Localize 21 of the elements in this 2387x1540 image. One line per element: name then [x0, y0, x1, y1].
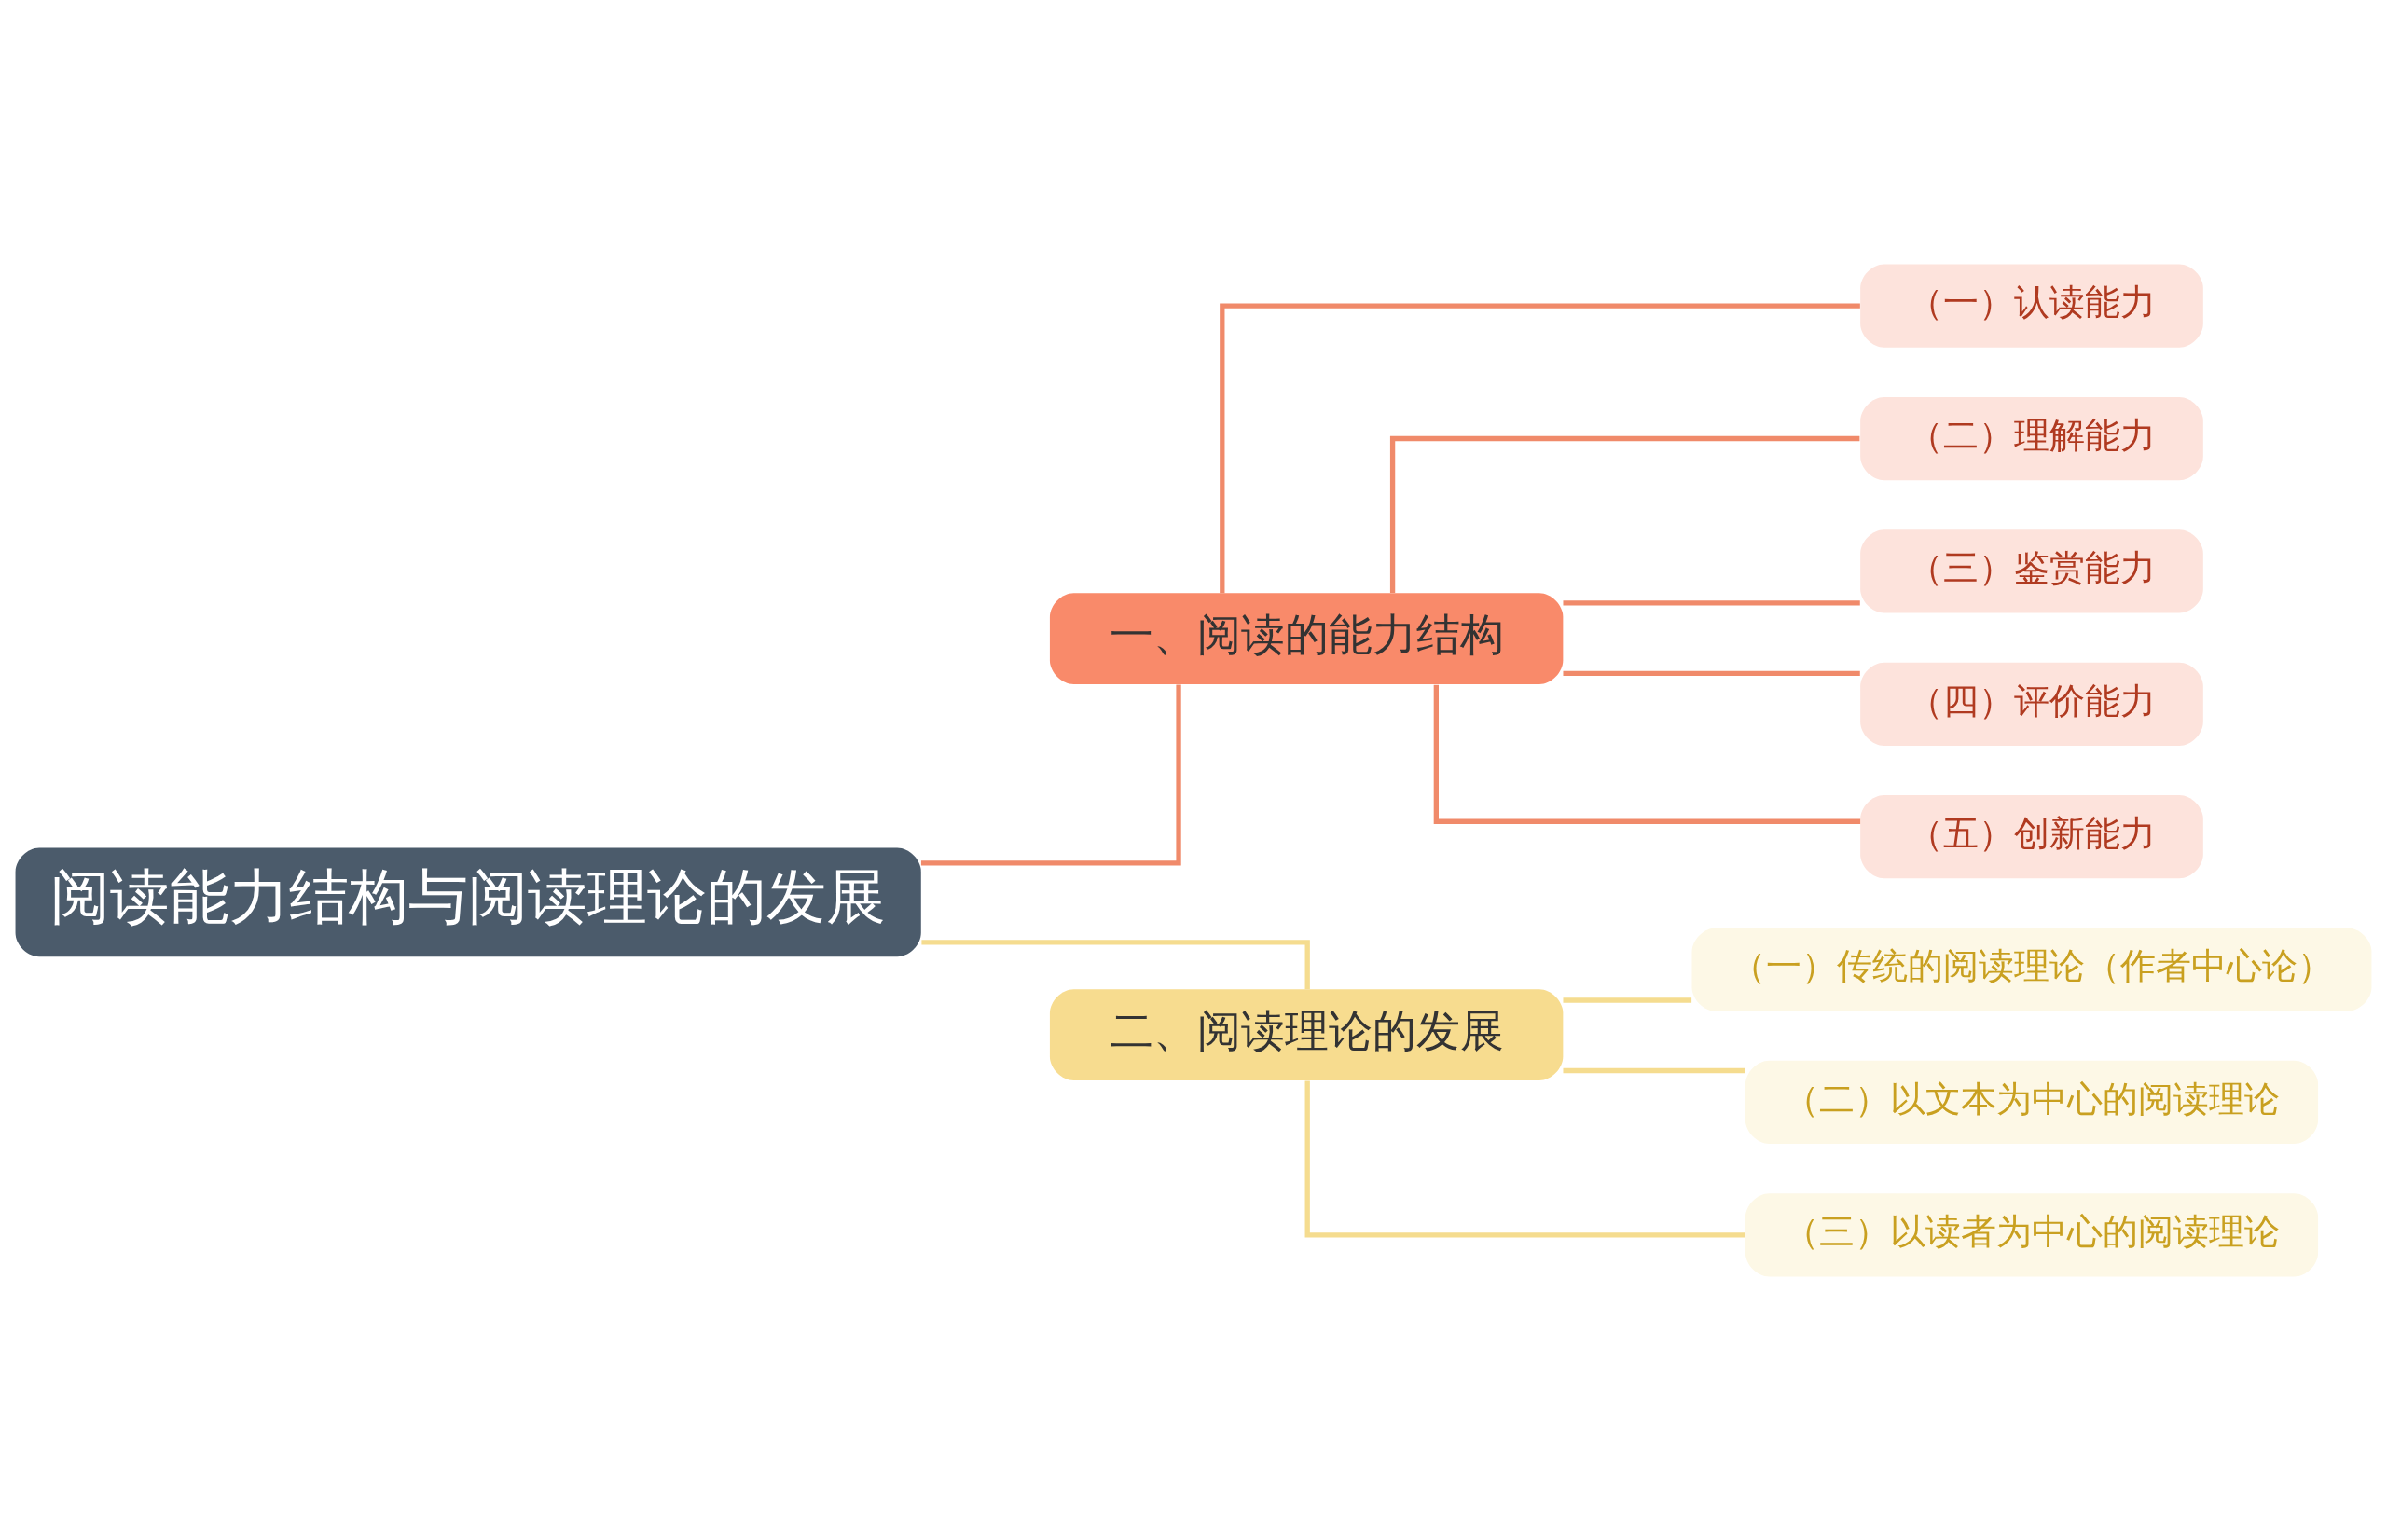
- connector: [1563, 670, 1860, 676]
- connector: [921, 939, 1310, 989]
- node-box: （五）创新能力: [1860, 794, 2203, 878]
- connector: [1433, 684, 1861, 824]
- node-box: （一）认读能力: [1860, 264, 2203, 348]
- node-box: （一）传统的阅读理论（作者中心论）: [1691, 927, 2372, 1011]
- connector: [1563, 997, 1692, 1003]
- node-box: （三）以读者为中心的阅读理论: [1745, 1192, 2319, 1276]
- connector: [1304, 1079, 1745, 1238]
- connector: [920, 683, 1181, 865]
- connector: [1563, 1067, 1745, 1073]
- connector: [1389, 435, 1860, 593]
- node-box: 一、阅读的能力结构: [1049, 592, 1564, 684]
- node-box: （二）以文本为中心的阅读理论: [1745, 1060, 2319, 1144]
- connector: [1563, 599, 1860, 606]
- node-box: （二）理解能力: [1860, 396, 2203, 480]
- node-box: 二、阅读理论的发展: [1049, 988, 1564, 1080]
- connector: [1220, 302, 1860, 593]
- node-box: （四）评价能力: [1860, 662, 2203, 746]
- node-box: 阅读能力结构与阅读理论的发展: [15, 846, 921, 956]
- node-box: （三）鉴赏能力: [1860, 529, 2203, 613]
